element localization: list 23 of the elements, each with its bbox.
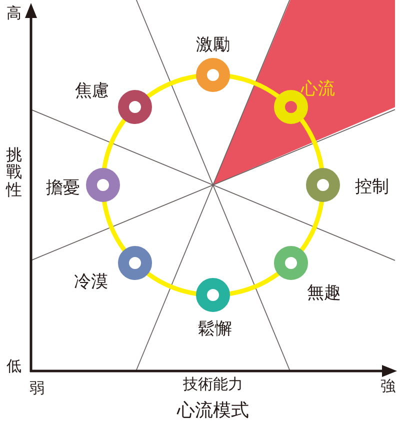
ring-arc <box>146 74 198 98</box>
axis-end-label: 強 <box>380 378 396 394</box>
state-label: 擔憂 <box>46 180 80 196</box>
state-label: 冷漠 <box>74 274 108 292</box>
ring-arc <box>228 74 280 98</box>
state-label: 無趣 <box>306 285 341 302</box>
state-label: 激勵 <box>196 36 230 54</box>
state-label: 焦慮 <box>75 82 109 100</box>
ring-arc <box>146 272 198 296</box>
axis-end-label: 弱 <box>30 380 44 396</box>
state-label: 鬆懈 <box>198 320 232 338</box>
state-label: 控制 <box>355 178 389 196</box>
axis-end-label: 低 <box>6 358 22 374</box>
ring-arc <box>300 118 324 170</box>
ring-arc <box>102 200 126 252</box>
ring-arc <box>228 272 280 296</box>
figure-caption: 心流模式 <box>177 402 249 420</box>
ring-arc <box>102 118 126 170</box>
axis-title: 技術能力 <box>183 376 243 392</box>
state-label: 心流 <box>300 80 335 98</box>
axis-end-label: 高 <box>6 6 22 20</box>
axis-title: 挑戰性 <box>6 146 22 198</box>
ring-arc <box>300 200 324 252</box>
